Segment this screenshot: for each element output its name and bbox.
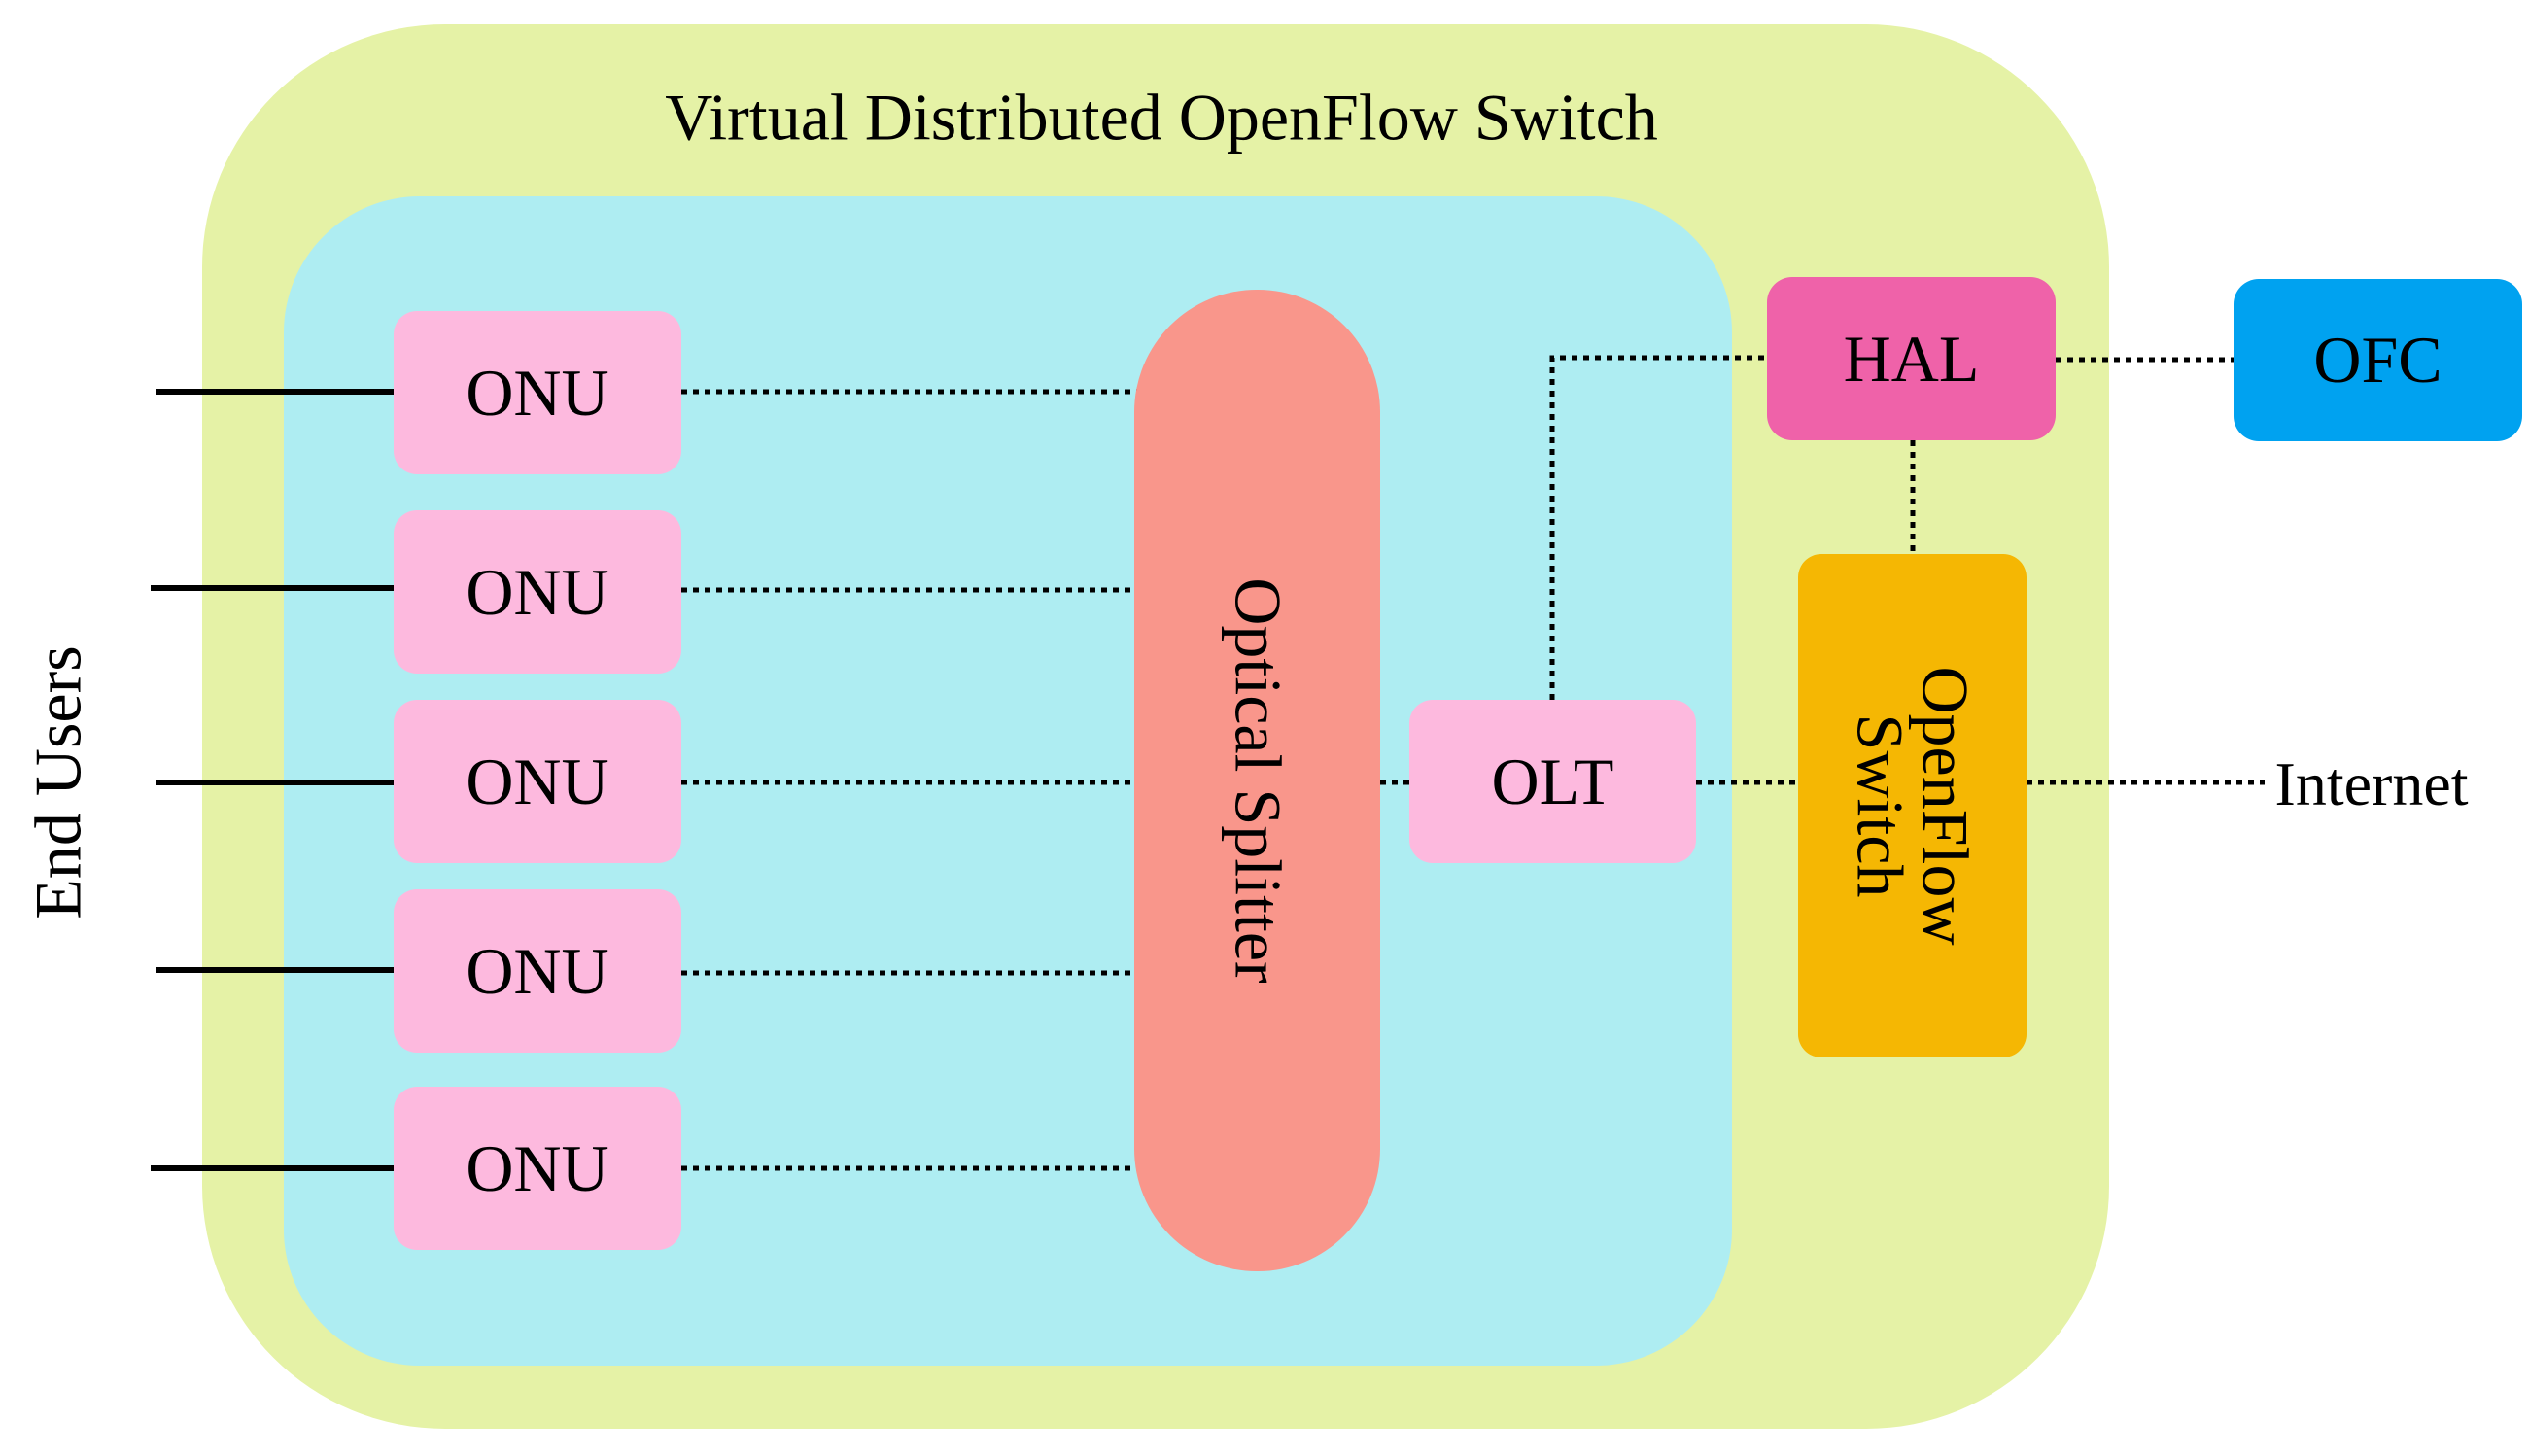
openflow-switch-label-line: OpenFlow [1908,666,1983,946]
optical-splitter: Optical Splitter [1134,290,1380,1271]
diagram-title: Virtual Distributed OpenFlow Switch [665,80,1658,155]
hal-label: HAL [1843,321,1980,396]
onu-box: ONU [394,510,681,674]
onu-box: ONU [394,1087,681,1250]
end-users-label: End Users [20,645,95,919]
hal-box: HAL [1767,277,2056,440]
onu-label: ONU [466,554,609,629]
onu-box: ONU [394,700,681,863]
onu-label: ONU [466,933,609,1008]
onu-box: ONU [394,311,681,474]
internet-label: Internet [2274,749,2469,818]
openflow-switch-label: OpenFlow Switch [1843,666,1983,946]
onu-label: ONU [466,1130,609,1205]
olt-box: OLT [1409,700,1696,863]
onu-label: ONU [466,355,609,430]
openflow-switch-box: OpenFlow Switch [1798,554,2027,1057]
openflow-switch-label-line: Switch [1843,713,1918,898]
olt-hal-link [1549,355,1767,700]
onu-label: ONU [466,744,609,818]
optical-splitter-label: Optical Splitter [1221,577,1295,984]
olt-label: OLT [1491,744,1614,818]
onu-box: ONU [394,889,681,1053]
ofc-box: OFC [2234,279,2522,441]
ofc-label: OFC [2313,323,2442,397]
